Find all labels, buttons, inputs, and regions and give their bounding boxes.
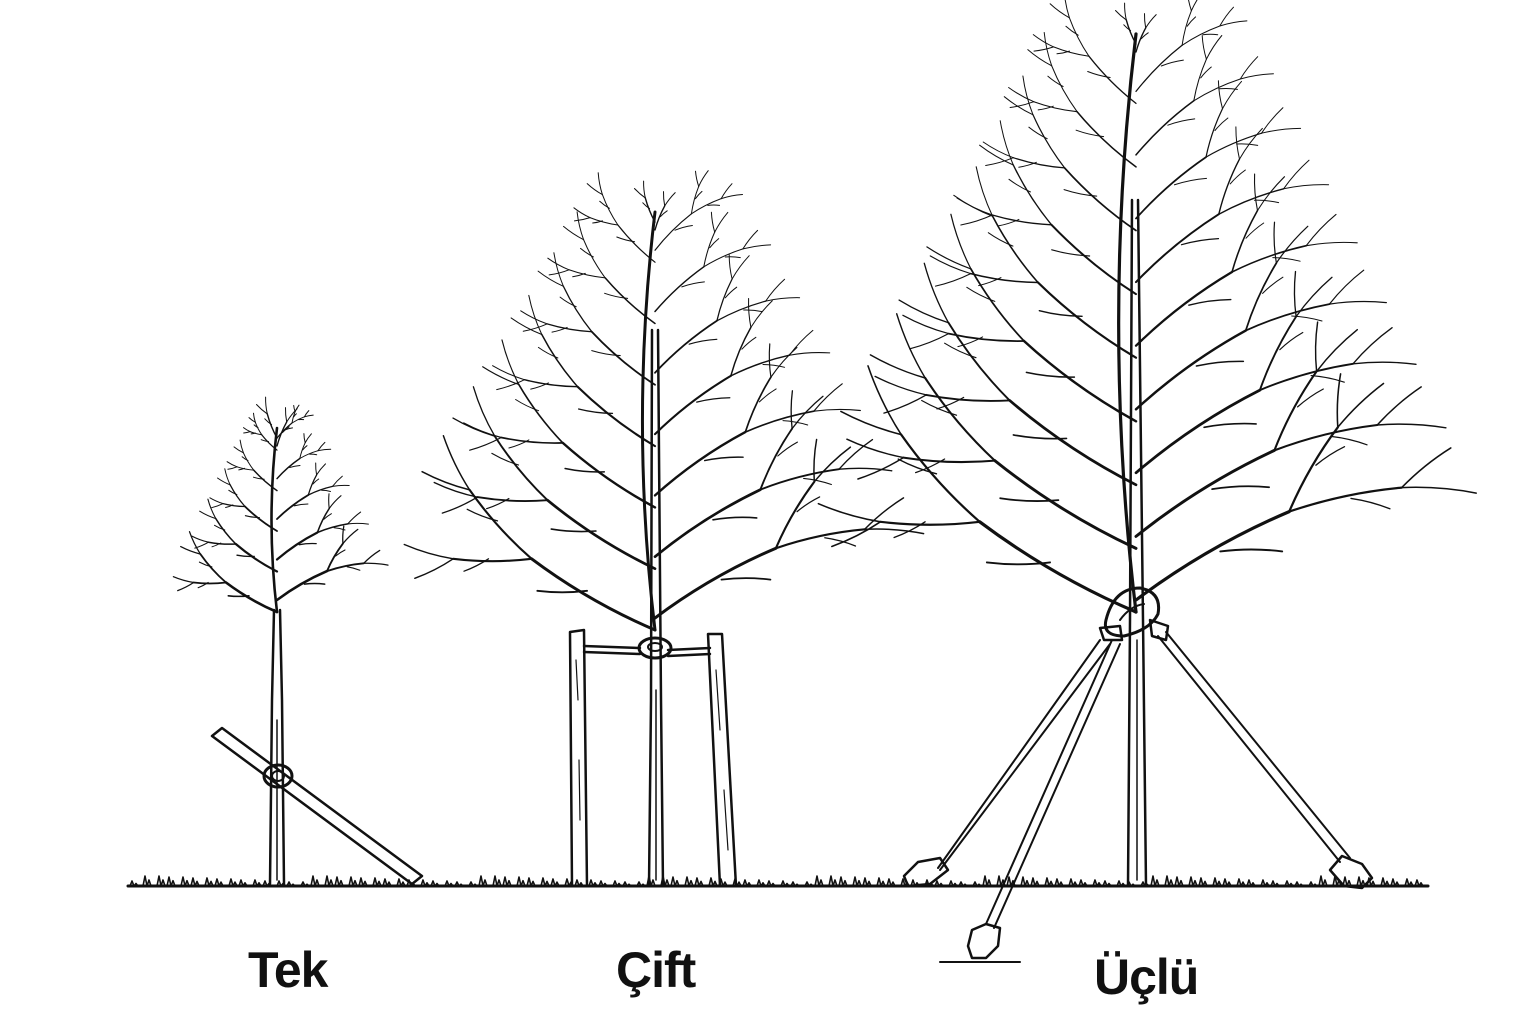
tree-tie — [637, 636, 673, 660]
tree-crown — [172, 396, 389, 614]
trunk — [268, 608, 286, 886]
slanted-stake — [210, 726, 424, 886]
ground-anchors — [902, 854, 1374, 963]
tree-crown — [817, 0, 1477, 614]
right-stake — [706, 632, 738, 888]
trunk — [647, 328, 665, 888]
trunk — [1126, 198, 1148, 888]
guy-wires — [937, 631, 1351, 929]
label-triple-guying: Üçlü — [1094, 949, 1199, 1005]
cross-bar — [582, 644, 712, 658]
label-double-stake: Çift — [616, 942, 696, 998]
tree-double-stake — [403, 170, 925, 888]
tree-single-stake — [172, 396, 424, 886]
tree-tie — [262, 763, 294, 789]
left-stake — [568, 628, 589, 888]
ground-line — [126, 875, 1430, 888]
tree-crown — [403, 170, 925, 632]
tree-triple-guying — [817, 0, 1477, 963]
label-single-stake: Tek — [248, 942, 328, 998]
